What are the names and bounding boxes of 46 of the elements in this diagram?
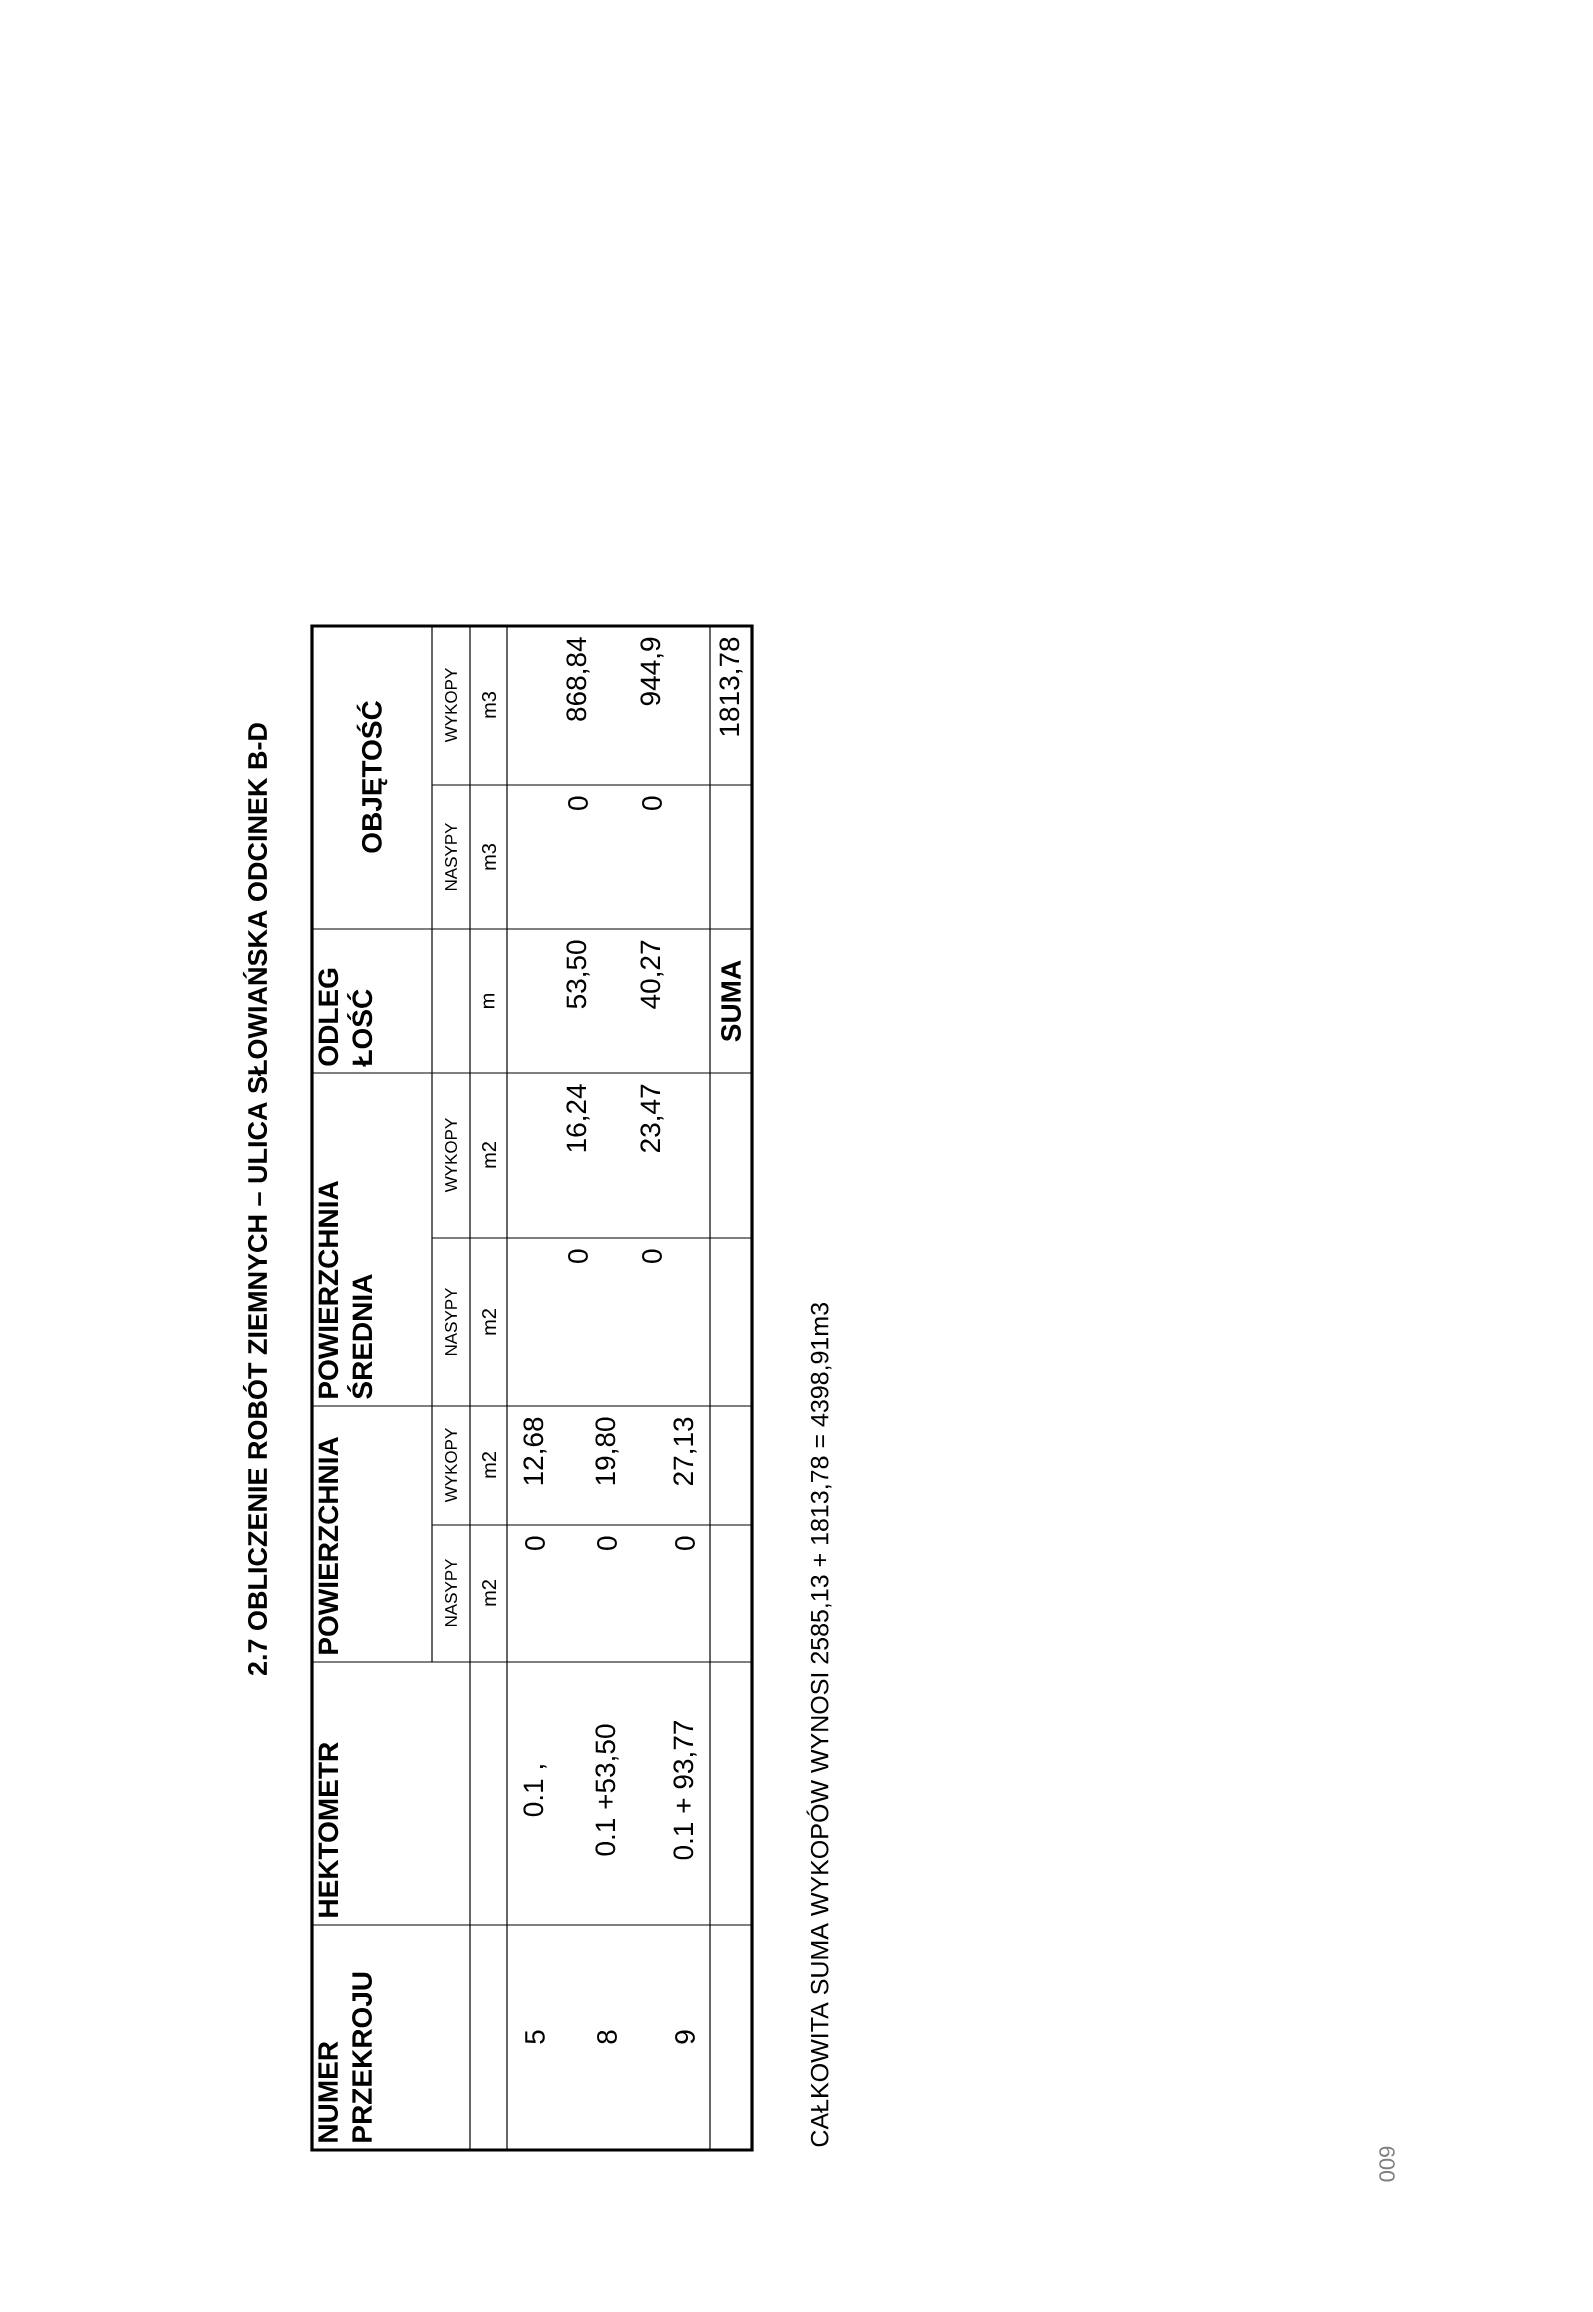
table-cell: 0: [675, 1536, 695, 1550]
subheader: NASYPY: [445, 822, 457, 891]
table-cell: 0: [597, 1536, 617, 1550]
table-cell: 19,80: [595, 1417, 619, 1485]
subheader: NASYPY: [445, 1558, 457, 1627]
unit-label: m2: [482, 1452, 496, 1478]
subheader: WYKOPY: [445, 1118, 457, 1193]
table-cell: 9: [675, 2030, 695, 2044]
column-header: OBJĘTOŚĆ: [356, 701, 388, 853]
table-cell: 0.1 ,: [523, 1765, 547, 1817]
table-cell: 5: [525, 2030, 545, 2044]
table-cell: 0: [568, 1249, 588, 1263]
page-number: 009: [1379, 2146, 1395, 2182]
unit-label: m: [483, 994, 495, 1009]
table-cell: 12,68: [523, 1417, 547, 1485]
table-cell: 40,27: [640, 940, 664, 1009]
sum-label: SUMA: [721, 960, 741, 1042]
unit-label: m3: [481, 844, 497, 870]
table-cell: 868,84: [566, 637, 590, 721]
unit-label: m2: [482, 1309, 496, 1335]
table-cell: 0.1 + 93,77: [673, 1721, 697, 1860]
table-cell: 944,9: [640, 637, 664, 706]
table-cell: 8: [597, 2030, 617, 2044]
column-header: POWIERZCHNIA: [318, 1437, 339, 1654]
table-cell: 0: [642, 796, 662, 810]
subheader: WYKOPY: [445, 668, 457, 743]
table-cell: 27,13: [673, 1417, 697, 1486]
table-cell: 53,50: [566, 940, 590, 1009]
table-cell: 0: [525, 1536, 545, 1550]
column-header: HEKTOMETR: [318, 1742, 339, 1917]
table-cell: 0: [568, 796, 588, 810]
column-header: NUMER PRZEKROJU: [318, 1972, 372, 2142]
table-cell: 23,47: [640, 1084, 664, 1153]
subheader: NASYPY: [445, 1287, 457, 1356]
subheader: WYKOPY: [445, 1428, 457, 1503]
unit-label: m2: [482, 1580, 496, 1606]
table-cell: 16,24: [566, 1084, 590, 1152]
unit-label: m2: [482, 1142, 496, 1168]
table-cell: 0: [642, 1249, 662, 1263]
column-header: POWIERZCHNIA ŚREDNIA: [318, 1181, 373, 1399]
unit-label: m3: [481, 692, 497, 718]
table-cell: 0.1 +53,50: [595, 1724, 619, 1856]
title: 2.7 OBLICZENIE ROBÓT ZIEMNYCH – ULICA SŁOWIAŃSKA ODCINEK B-D: [242, 723, 268, 1676]
table-cell: 1813,78: [719, 637, 743, 736]
column-header: ODLEG ŁOŚĆ: [318, 968, 373, 1067]
total-note: CAŁKOWITA SUMA WYKOPÓW WYNOSI 2585,13 + 1813,78 = 4398,91m3: [806, 1303, 832, 2147]
